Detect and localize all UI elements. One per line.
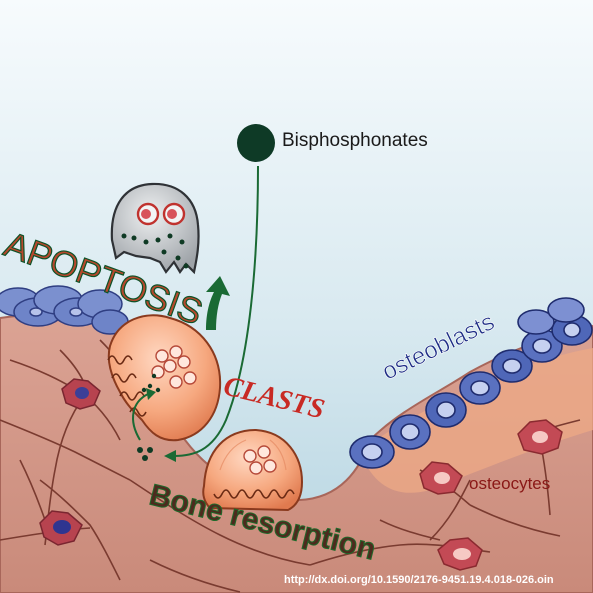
uptake-arrow <box>173 165 259 457</box>
drug-dots <box>137 447 153 461</box>
bisphosphonates-label: Bisphosphonates <box>282 130 428 151</box>
osteocytes-right <box>419 419 563 571</box>
osteoid-layer <box>360 348 593 493</box>
uptake-arrow-head <box>164 450 176 462</box>
apoptosis-arrow <box>206 276 230 330</box>
bisphosphonate-molecule <box>237 124 275 162</box>
osteoblasts-layer <box>349 297 593 469</box>
source-url: http://dx.doi.org/10.1590/2176-9451.19.4… <box>284 574 554 586</box>
lining-cells <box>0 285 129 335</box>
osteocytes-label: osteocytes <box>469 474 551 493</box>
osteoclast-lower <box>202 428 304 512</box>
internalization-arrow <box>132 393 149 441</box>
osteoclast-upper <box>107 314 222 442</box>
internalization-arrow-head <box>146 388 156 400</box>
apoptotic-osteoclast <box>110 182 200 275</box>
osteocytes-left <box>39 378 101 546</box>
